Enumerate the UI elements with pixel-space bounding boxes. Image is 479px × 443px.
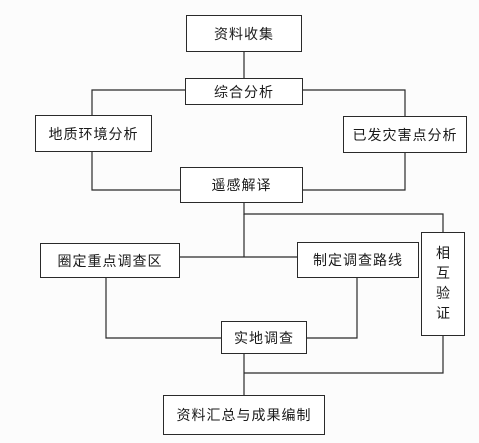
- node-field-survey: 实地调查: [221, 321, 307, 354]
- node-data-summary-output: 资料汇总与成果编制: [163, 395, 325, 435]
- node-data-collection: 资料收集: [186, 15, 302, 52]
- edge-synthesis-to-disaster: [303, 89, 406, 116]
- cross-check-char-4: 证: [436, 306, 450, 322]
- node-comprehensive-analysis: 综合分析: [185, 78, 303, 105]
- cross-check-char-2: 互: [436, 266, 450, 282]
- cross-check-char-3: 验: [436, 286, 450, 302]
- cross-check-char-1: 相: [436, 246, 450, 262]
- edge-synthesis-to-geo-env: [91, 89, 185, 116]
- node-cross-verification: 相 互 验 证: [421, 232, 465, 336]
- node-disaster-point-analysis: 已发灾害点分析: [343, 116, 467, 153]
- edge-disaster-to-remote: [303, 152, 406, 191]
- edge-key-area-to-field: [105, 278, 221, 339]
- node-geo-environment-analysis: 地质环境分析: [35, 115, 152, 152]
- node-key-survey-area: 圈定重点调查区: [40, 243, 180, 278]
- edge-geo-env-to-remote: [91, 152, 180, 191]
- node-survey-route: 制定调查路线: [297, 242, 419, 278]
- edge-cross-check-to-output: [244, 336, 444, 374]
- edge-remote-to-cross-check: [243, 203, 444, 232]
- edge-route-to-field: [307, 278, 358, 339]
- node-remote-sensing-interpretation: 遥感解译: [180, 167, 303, 203]
